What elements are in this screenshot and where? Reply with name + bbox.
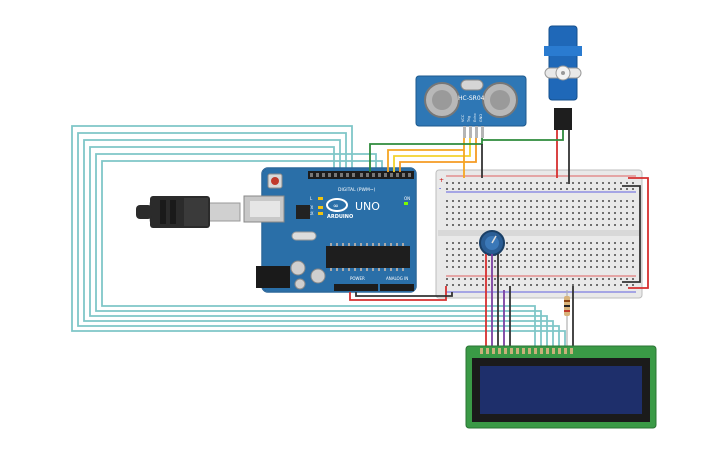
- lcd-screen: [480, 366, 642, 414]
- led-label-rx: RX: [308, 211, 314, 216]
- lcd-wires[interactable]: [485, 254, 574, 350]
- analog-label: ANALOG IN: [386, 276, 408, 281]
- power-label: POWER: [350, 276, 365, 281]
- led-label-l: L: [310, 196, 313, 201]
- digital-header-pins: [310, 173, 411, 177]
- lcd-display[interactable]: [465, 345, 657, 429]
- board-logo-text: ARDUINO: [327, 214, 353, 220]
- rail-plus-label: +: [439, 177, 444, 184]
- rail-wires[interactable]: [349, 177, 649, 301]
- servo-wires[interactable]: [482, 130, 570, 184]
- hc-sr04-sensor[interactable]: HC-SR04 VCC Trig Echo GND: [415, 75, 527, 138]
- wire-green: [369, 138, 483, 172]
- sensor-name: HC-SR04: [458, 95, 485, 102]
- rail-minus-label: -: [439, 185, 441, 192]
- sensor-pin-vcc: VCC: [461, 114, 465, 122]
- on-label: ON: [404, 196, 410, 201]
- status-leds: L TX RX: [307, 196, 323, 216]
- usb-cable[interactable]: [136, 196, 241, 228]
- analog-header: [380, 284, 414, 291]
- sensor-pin-trig: Trig: [467, 116, 471, 123]
- wire-yellow: [393, 138, 471, 172]
- power-header: [334, 284, 378, 291]
- sensor-wires[interactable]: [369, 138, 483, 178]
- usb-chip: [296, 205, 310, 219]
- servo-motor[interactable]: [544, 25, 582, 130]
- crystal: [291, 231, 317, 241]
- sensor-pin-gnd: GND: [479, 114, 483, 122]
- board-model: UNO: [355, 200, 380, 213]
- sensor-pin-echo: Echo: [473, 114, 477, 123]
- resistor[interactable]: [564, 290, 570, 346]
- teal-wire-bundle[interactable]: [71, 125, 566, 350]
- breadboard[interactable]: + -: [435, 169, 643, 299]
- arduino-uno-board[interactable]: DIGITAL (PWM~) ∞ ARDUINO UNO L TX RX ON: [243, 167, 417, 293]
- wire-orange-2: [399, 138, 477, 172]
- arduino-logo-icon: ∞: [326, 198, 348, 212]
- capacitors: [290, 260, 326, 290]
- sensor-crystal: [460, 79, 484, 91]
- svg-text:∞: ∞: [333, 202, 339, 210]
- led-label-tx: TX: [307, 205, 313, 210]
- atmega-chip: [326, 246, 410, 268]
- power-jack[interactable]: [256, 266, 290, 288]
- digital-label: DIGITAL (PWM~): [338, 187, 376, 193]
- potentiometer-knob[interactable]: [479, 230, 505, 256]
